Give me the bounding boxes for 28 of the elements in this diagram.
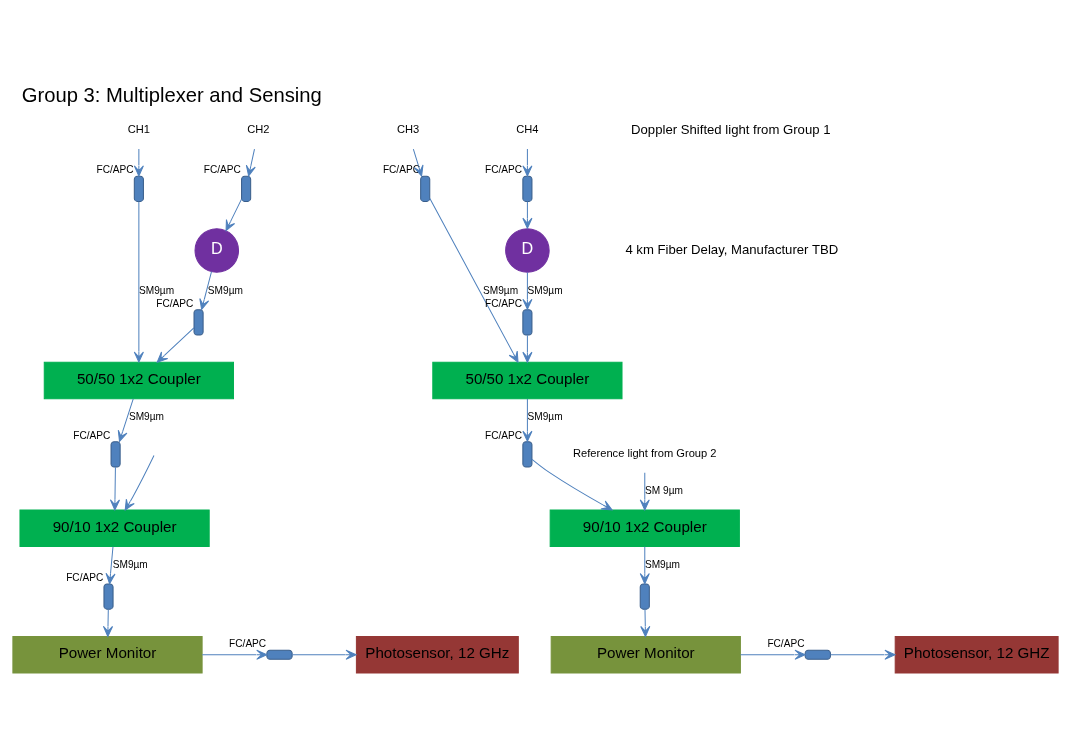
node-label: FC/APC	[485, 297, 523, 309]
edge-label: SM9µm	[527, 284, 563, 296]
node-label: FC/APC	[73, 429, 111, 441]
node-label: FC/APC	[203, 164, 241, 176]
node-text: CH1	[127, 123, 150, 136]
node-label: FC/APC	[229, 638, 267, 650]
node-text: CH2	[247, 123, 270, 136]
diagram-title: Group 3: Multiplexer and Sensing	[21, 84, 322, 107]
edge-label: SM9µm	[128, 411, 164, 422]
node-text: CH4	[516, 123, 539, 136]
node-label: FC/APC	[156, 297, 194, 309]
edge-label: SM9µm	[112, 558, 148, 570]
edge-label: SM9µm	[207, 284, 243, 296]
node-label: FC/APC	[767, 638, 805, 650]
node-label: FC/APC	[382, 164, 420, 176]
label: Doppler Shifted light from Group 1	[631, 122, 831, 138]
node-label: FC/APC	[66, 571, 104, 583]
node-label: FC/APC	[96, 164, 134, 176]
label: 4 km Fiber Delay, Manufacturer TBD	[625, 241, 839, 257]
edge-label: SM9µm	[139, 284, 175, 296]
node-label: FC/APC	[485, 429, 523, 441]
node-text: CH3	[396, 123, 420, 136]
node-label: FC/APC	[485, 164, 523, 176]
edge-label: SM 9µm	[645, 484, 683, 496]
node-text: Reference light from Group 2	[573, 447, 717, 460]
edge-label: SM9µm	[527, 411, 563, 422]
edge-label: SM9µm	[483, 284, 519, 296]
edge-label: SM9µm	[644, 558, 681, 570]
